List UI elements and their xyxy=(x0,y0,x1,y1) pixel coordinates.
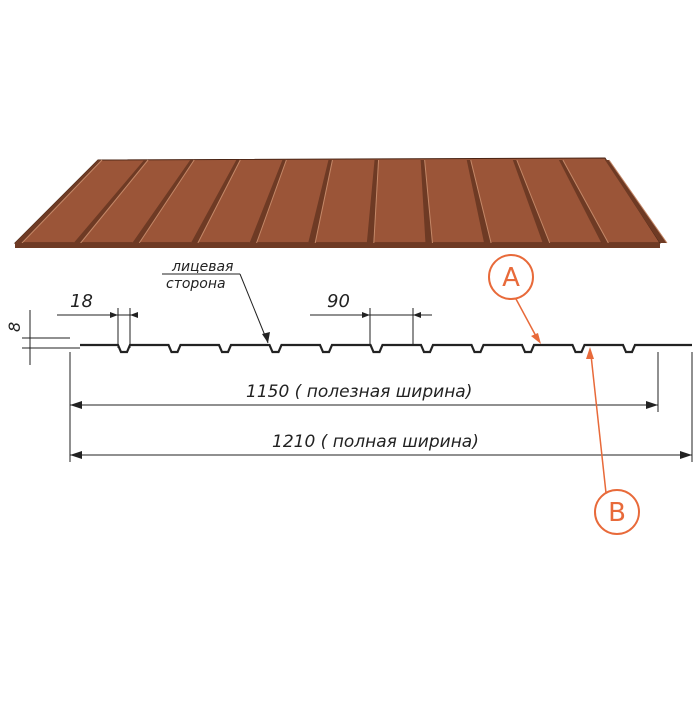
sheet-rib-highlight xyxy=(197,159,241,244)
sheet-rib-highlight xyxy=(516,159,551,244)
sheet-rib xyxy=(190,160,241,243)
sheet-rib xyxy=(605,160,667,243)
sheet-rib xyxy=(15,160,102,243)
sheet-rib-highlight xyxy=(424,159,433,244)
full-width-label: 1210 ( полная ширина) xyxy=(272,432,479,452)
callout-a-letter: A xyxy=(502,263,520,293)
sheet-rib-highlight xyxy=(608,159,668,244)
sheet-rib-highlight xyxy=(314,159,333,244)
height-dimension xyxy=(22,310,80,365)
face-side-leader xyxy=(162,273,270,344)
height-label: 8 xyxy=(5,322,24,332)
sheet-rib xyxy=(466,160,492,243)
sheet-rib xyxy=(132,160,195,243)
sheet-ribs xyxy=(15,159,668,244)
sheet-front-edge xyxy=(15,243,660,248)
sheet-rib-highlight xyxy=(562,159,609,244)
face-side-label-line2: сторона xyxy=(166,276,226,292)
sheet-rib xyxy=(558,160,609,243)
sheet-rib-highlight xyxy=(21,159,103,244)
callout-a: A xyxy=(488,254,541,344)
sheet-rib xyxy=(420,160,433,243)
rib-pitch-dimension xyxy=(310,308,432,345)
sheet-rib xyxy=(73,160,149,243)
profile-line xyxy=(80,343,692,354)
sheet-rib-highlight xyxy=(256,159,287,244)
profile-section xyxy=(80,343,692,354)
face-side-label-line1: лицевая xyxy=(171,259,233,275)
sheet-rib-highlight xyxy=(138,159,195,244)
sheet-rib xyxy=(366,160,379,243)
rib-width-label: 18 xyxy=(70,291,93,312)
sheet-rib-highlight xyxy=(80,159,149,244)
sheet-rib-highlight xyxy=(373,159,380,244)
sheet-rib xyxy=(308,160,333,243)
sheet-rib-highlight xyxy=(470,159,492,244)
full-width-dimension xyxy=(70,352,693,462)
callout-b-letter: B xyxy=(608,498,626,528)
sheet-rib xyxy=(512,160,550,243)
rib-width-dimension xyxy=(57,308,138,348)
sheet-rib xyxy=(249,160,287,243)
rib-pitch-label: 90 xyxy=(327,291,350,312)
useful-width-dimension xyxy=(69,352,659,462)
useful-width-label: 1150 ( полезная ширина) xyxy=(246,382,472,402)
callout-b: B xyxy=(586,347,640,535)
sheet-3d xyxy=(13,157,668,248)
